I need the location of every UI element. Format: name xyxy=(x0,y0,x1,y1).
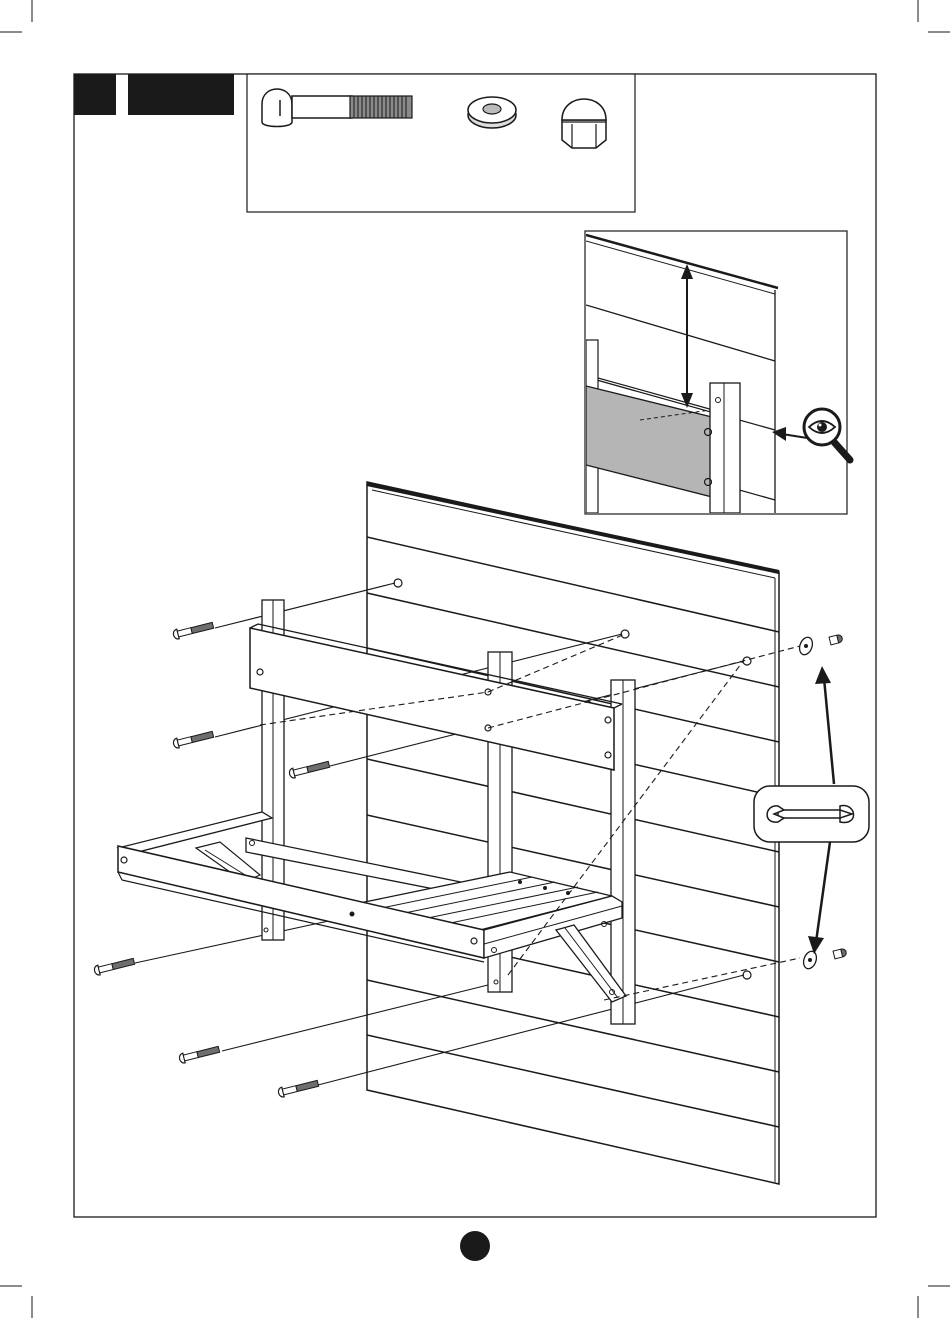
wall-panel xyxy=(367,482,779,1184)
detail-inset xyxy=(585,231,850,514)
bolt-3 xyxy=(288,759,330,779)
bolt-4 xyxy=(93,956,135,976)
bolt-5 xyxy=(178,1044,220,1064)
page-number-marker xyxy=(460,1231,490,1261)
dome-nut-icon xyxy=(562,99,606,148)
bolt-2 xyxy=(172,729,214,749)
washer-icon xyxy=(468,97,516,128)
step-number-block xyxy=(74,74,116,115)
bolt-6 xyxy=(277,1078,319,1098)
bolt-1 xyxy=(172,620,214,640)
step-title-block xyxy=(128,74,234,115)
